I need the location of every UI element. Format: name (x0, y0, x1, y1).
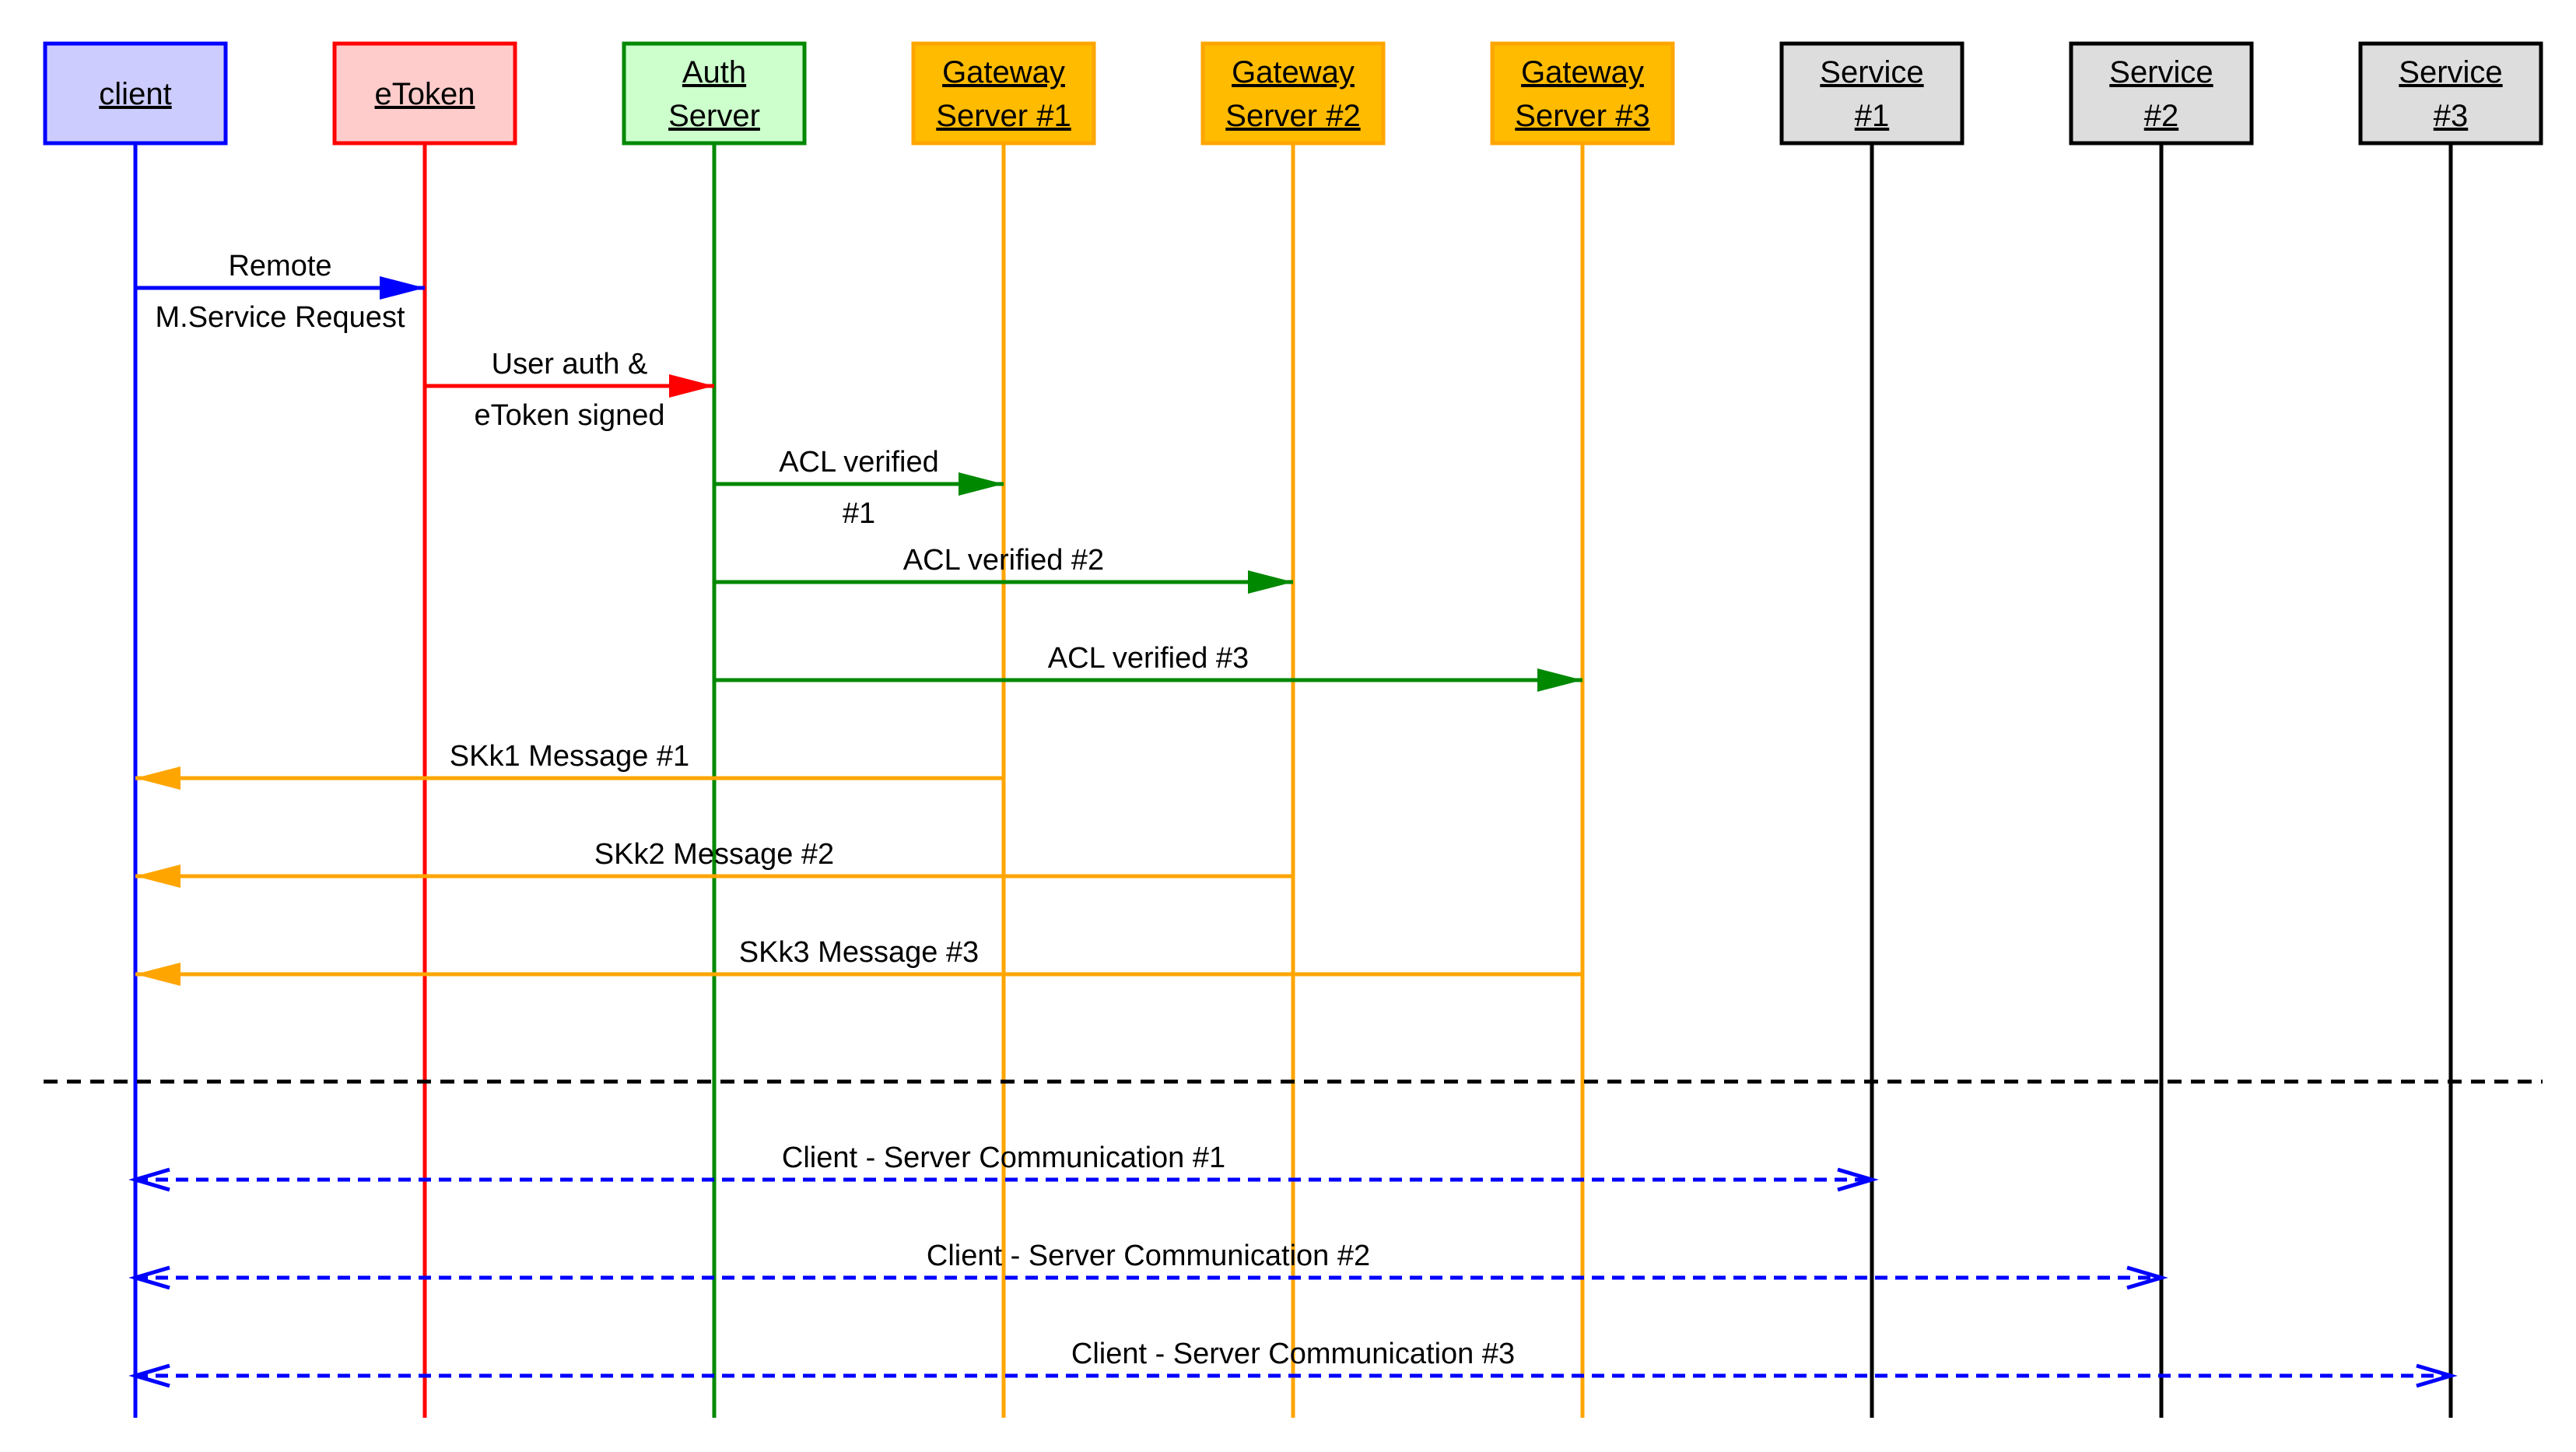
message-label: #1 (843, 497, 875, 530)
message: ACL verified #3 (714, 642, 1582, 692)
participant-label-svc2: Service (2109, 55, 2213, 89)
participant-svc2: Service #2 (2069, 41, 2254, 146)
participant-label-auth: Auth (682, 55, 746, 89)
arrowhead-icon (128, 1363, 170, 1388)
message-label: ACL verified (779, 446, 939, 479)
participant-box-svc1 (1779, 41, 1964, 146)
arrowhead-icon (1537, 668, 1582, 692)
lifelines (133, 143, 2453, 1418)
arrowhead-icon (135, 766, 180, 790)
arrowhead-icon (380, 276, 425, 300)
participant-label-client: client (99, 77, 171, 111)
arrowhead-icon (2416, 1363, 2458, 1388)
participant-label-svc1: #1 (1855, 99, 1890, 133)
participant-label-svc3: Service (2399, 55, 2502, 89)
participant-box-gw3 (1490, 41, 1675, 146)
arrowhead-icon (128, 1167, 170, 1192)
participant-label-gw1: Server #1 (936, 99, 1071, 133)
message: SKk3 Message #3 (135, 936, 1582, 986)
message: Client - Server Communication #3 (128, 1338, 2458, 1388)
participant-client: client (43, 41, 228, 146)
participant-label-gw2: Server #2 (1225, 99, 1360, 133)
participant-box-client (43, 41, 228, 146)
participant-label-gw3: Server #3 (1515, 99, 1649, 133)
participant-box-auth (622, 41, 807, 146)
participant-label-etoken: eToken (375, 77, 475, 111)
arrowhead-icon (959, 472, 1004, 496)
message-label: Client - Server Communication #3 (1071, 1338, 1515, 1370)
message-label: eToken signed (474, 399, 664, 432)
message-label: Remote (228, 250, 331, 282)
message: User auth & eToken signed (425, 348, 714, 432)
participant-label-svc2: #2 (2144, 99, 2179, 133)
message-label: ACL verified #2 (903, 544, 1104, 577)
arrowhead-icon (2126, 1265, 2168, 1290)
participant-box-svc2 (2069, 41, 2254, 146)
message-label: Client - Server Communication #1 (782, 1142, 1225, 1174)
participant-label-gw1: Gateway (942, 55, 1065, 89)
participant-box-gw2 (1200, 41, 1386, 146)
message: Client - Server Communication #2 (128, 1240, 2168, 1290)
message: ACL verified #1 (714, 446, 1004, 530)
message-label: SKk3 Message #3 (739, 936, 979, 969)
arrowhead-icon (1248, 570, 1293, 594)
arrowhead-icon (669, 374, 714, 398)
participant-label-svc1: Service (1820, 55, 1923, 89)
arrowhead-icon (1837, 1167, 1879, 1192)
message-label: SKk1 Message #1 (450, 740, 689, 773)
message-label: User auth & (492, 348, 648, 381)
message-label: M.Service Request (155, 301, 405, 334)
message-label: SKk2 Message #2 (594, 838, 834, 871)
participant-label-gw3: Gateway (1521, 55, 1644, 89)
arrowhead-icon (128, 1265, 170, 1290)
participant-etoken: eToken (332, 41, 517, 146)
arrowhead-icon (135, 963, 180, 986)
participant-svc1: Service #1 (1779, 41, 1964, 146)
participant-label-auth: Server (668, 99, 760, 133)
message: SKk1 Message #1 (135, 740, 1004, 790)
message-label: Client - Server Communication #2 (927, 1240, 1370, 1272)
participant-box-svc3 (2358, 41, 2543, 146)
message-label: ACL verified #3 (1048, 642, 1249, 675)
message: SKk2 Message #2 (135, 838, 1293, 888)
participant-box-etoken (332, 41, 517, 146)
message: ACL verified #2 (714, 544, 1293, 594)
arrowhead-icon (135, 865, 180, 888)
participant-label-gw2: Gateway (1232, 55, 1355, 89)
participant-label-svc3: #3 (2434, 99, 2469, 133)
message: Client - Server Communication #1 (128, 1142, 1879, 1192)
participant-box-gw1 (911, 41, 1096, 146)
participant-svc3: Service #3 (2358, 41, 2543, 146)
